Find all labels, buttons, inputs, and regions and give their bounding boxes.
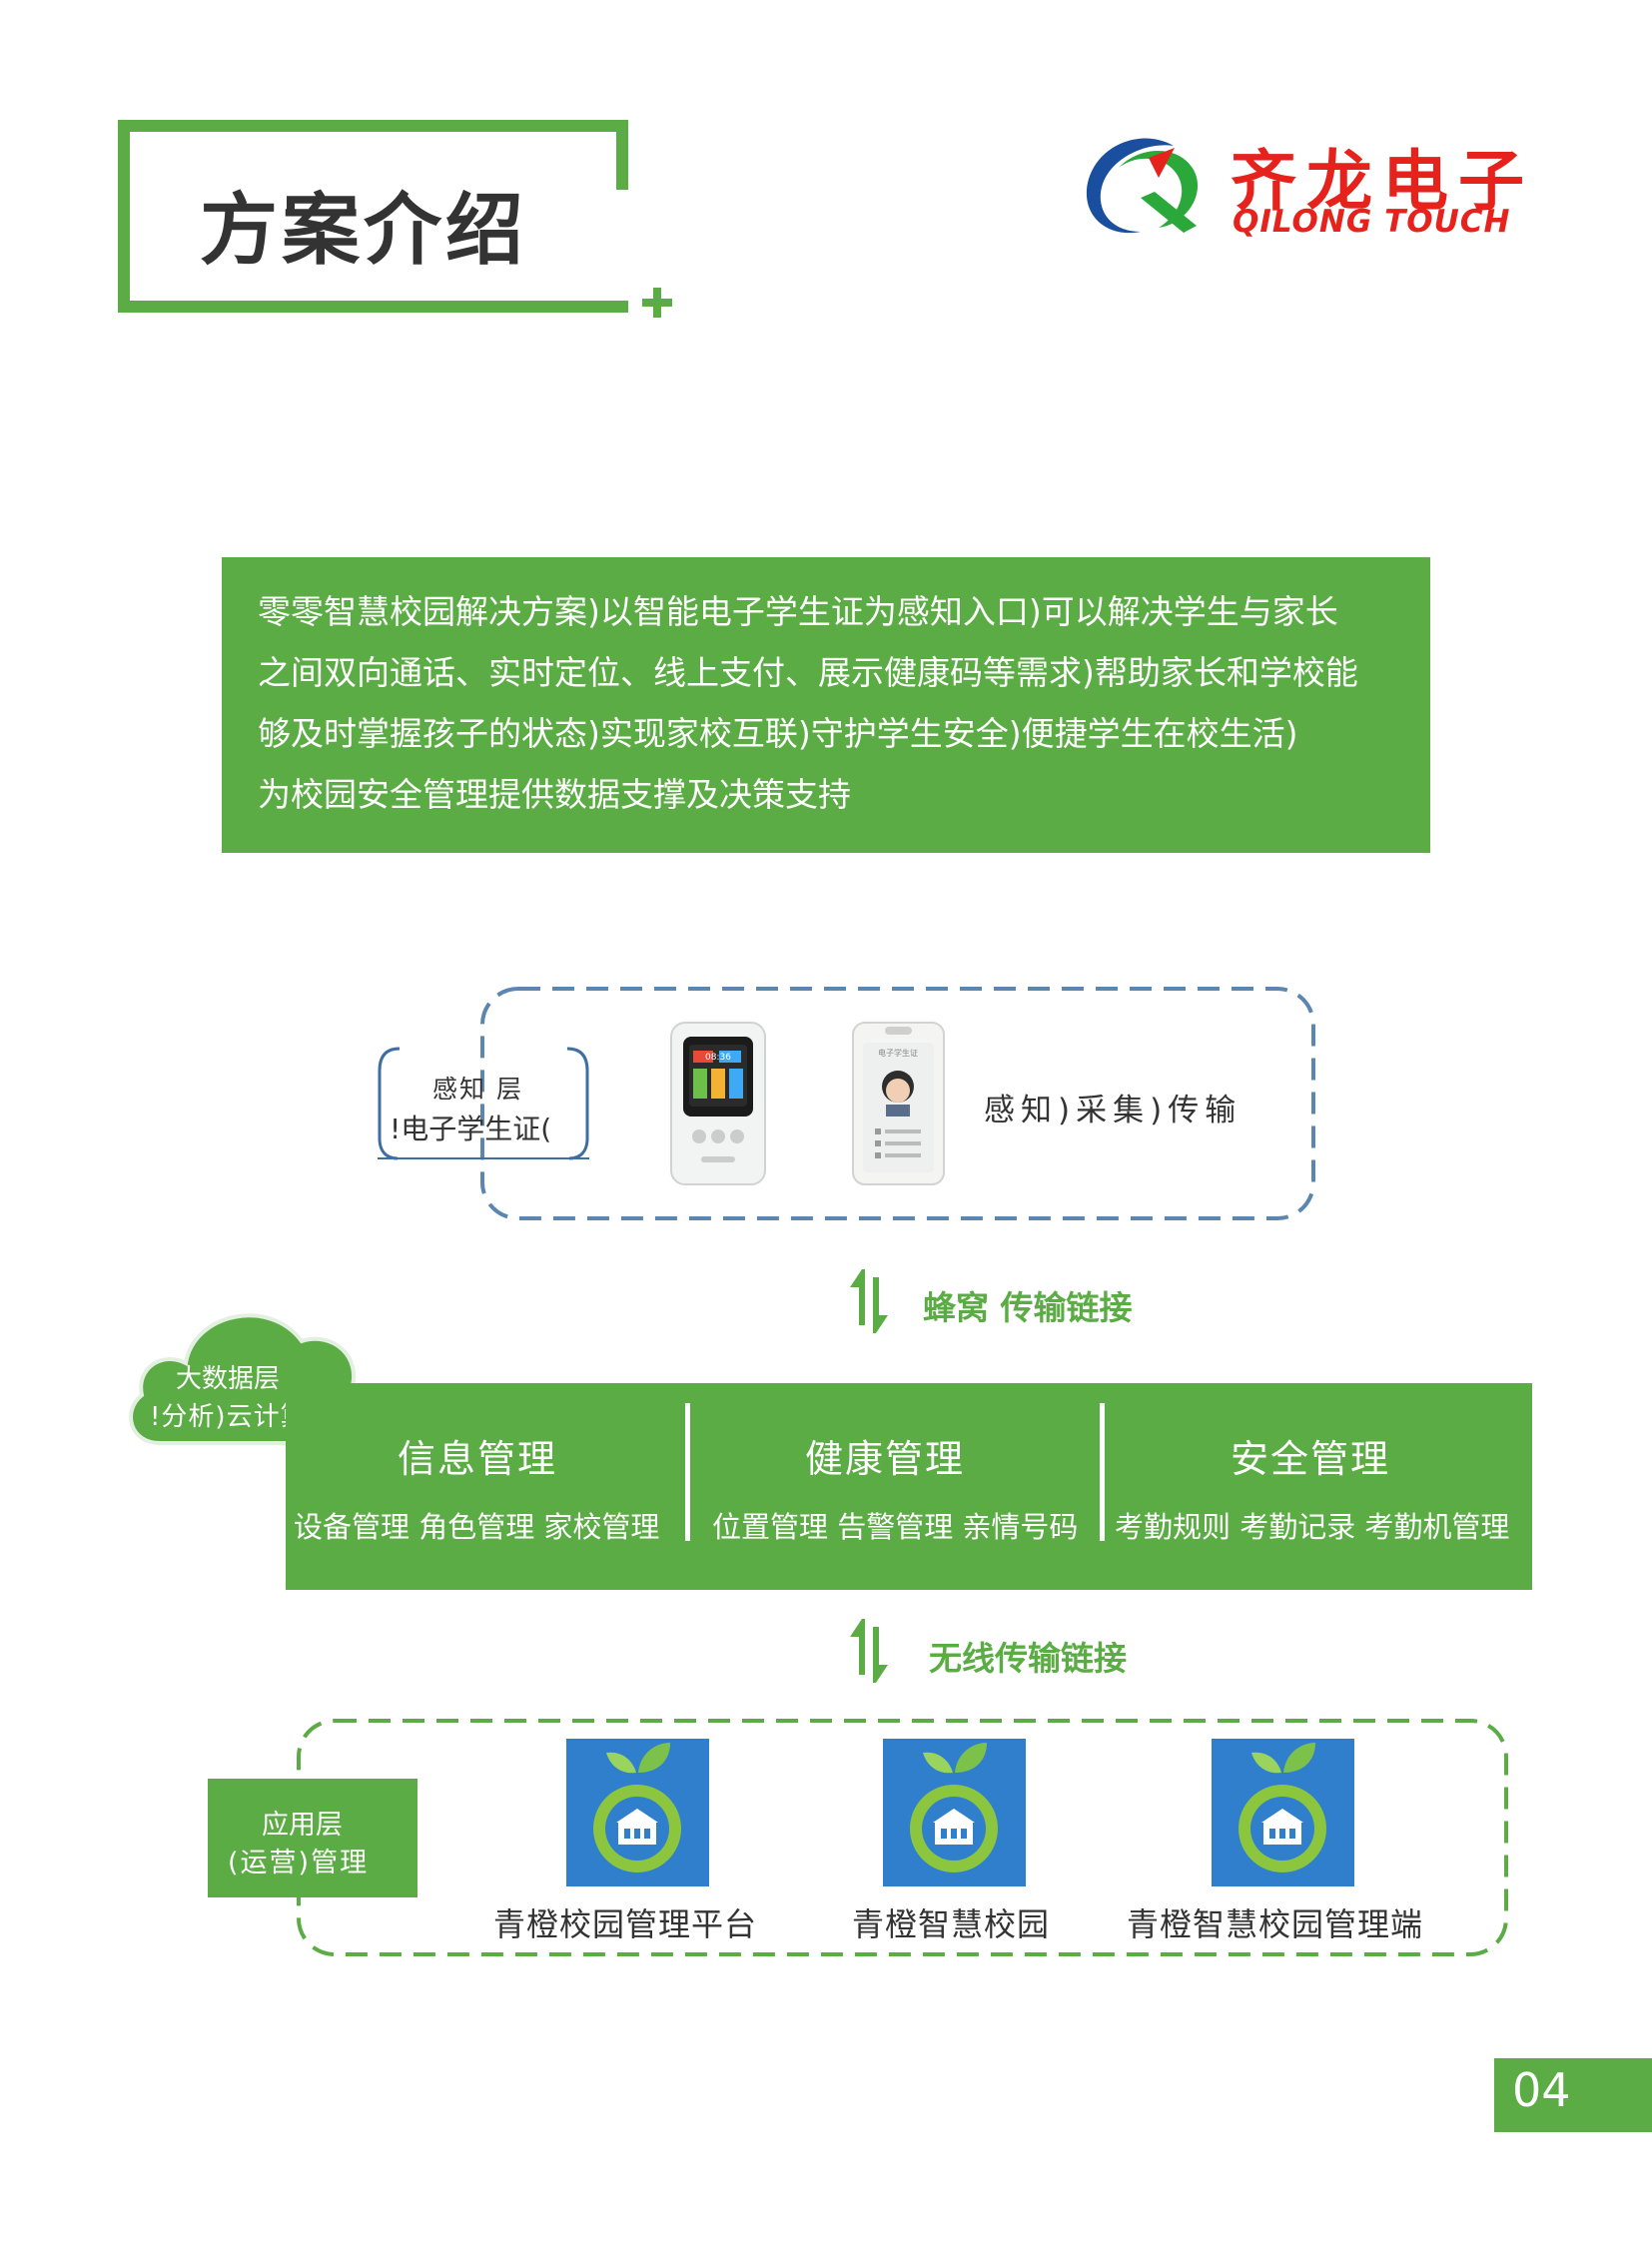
plus-icon [642, 288, 672, 318]
info-management-title: 信息管理 [398, 1437, 558, 1481]
app-name-smart-campus: 青橙智慧校园 [852, 1905, 1051, 1943]
logo-english-name: QILONG TOUCH [1233, 204, 1511, 240]
qingcheng-app-icon[interactable] [1212, 1739, 1354, 1886]
intro-block: 零零智慧校园解决方案)以智能电子学生证为感知入口)可以解决学生与家长 之间双向通… [222, 557, 1430, 853]
data-layer-bar [286, 1383, 1532, 1590]
page-title: 方案介绍 [200, 186, 528, 276]
page-number-box [1494, 2058, 1652, 2132]
data-layer-label: 大数据层 [176, 1364, 281, 1394]
intro-line: 之间双向通话、实时定位、线上支付、展示健康码等需求)帮助家长和学校能 [258, 653, 1358, 692]
safety-management-title: 安全管理 [1231, 1437, 1391, 1481]
title-frame [118, 120, 628, 313]
badge-title: 电子学生证 [878, 1048, 918, 1058]
intro-line: 为校园安全管理提供数据支撑及决策支持 [258, 775, 851, 814]
qingcheng-app-icon[interactable] [883, 1739, 1026, 1886]
qilong-logo-icon [1086, 138, 1199, 234]
device-screen-time: 08:36 [705, 1053, 731, 1063]
page-number: 04 [1512, 2063, 1571, 2117]
health-management-items: 位置管理 告警管理 亲情号码 [712, 1510, 1079, 1544]
perception-description: 感知)采集)传输 [984, 1093, 1242, 1128]
perception-layer-sublabel: !电子学生证( [390, 1113, 552, 1145]
bidirectional-arrow-icon [850, 1269, 888, 1333]
application-layer-label-box [208, 1779, 417, 1897]
student-card-device-icon: 08:36 [670, 1022, 766, 1185]
title-frame-edge [616, 301, 628, 313]
qingcheng-app-icon[interactable] [566, 1739, 709, 1886]
health-management-title: 健康管理 [805, 1437, 966, 1481]
column-divider [1100, 1403, 1105, 1541]
info-management-items: 设备管理 角色管理 家校管理 [294, 1510, 660, 1544]
app-name-admin: 青橙智慧校园管理端 [1127, 1905, 1424, 1943]
app-name-platform: 青橙校园管理平台 [493, 1905, 758, 1943]
application-layer-label: 应用层 [262, 1810, 343, 1841]
column-divider [685, 1403, 690, 1541]
logo-chinese-name: 齐龙电子 [1231, 142, 1534, 220]
wireless-link-label: 无线传输链接 [929, 1639, 1127, 1678]
intro-line: 够及时掌握孩子的状态)实现家校互联)守护学生安全)便捷学生在校生活) [258, 714, 1298, 753]
perception-layer-label: 感知 层 [432, 1075, 523, 1104]
bidirectional-arrow-icon [850, 1619, 888, 1683]
cellular-link-label: 蜂窝 传输链接 [923, 1288, 1133, 1327]
perception-layer-frame [480, 987, 1315, 1220]
application-layer-sublabel: (运营)管理 [228, 1848, 370, 1878]
student-badge-icon: 电子学生证 [852, 1022, 945, 1185]
title-frame-edge [616, 120, 628, 190]
safety-management-items: 考勤规则 考勤记录 考勤机管理 [1115, 1510, 1510, 1544]
perception-label-bracket [378, 1047, 589, 1160]
intro-line: 零零智慧校园解决方案)以智能电子学生证为感知入口)可以解决学生与家长 [258, 592, 1338, 631]
